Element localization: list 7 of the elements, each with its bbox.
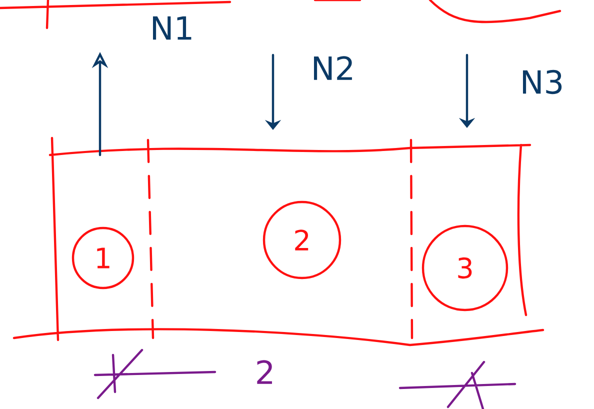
force-label: N3 bbox=[523, 70, 562, 94]
dimension-label: 2 bbox=[257, 360, 272, 384]
circled-number: 1 bbox=[72, 226, 134, 290]
force-label: N1 bbox=[153, 16, 192, 40]
circled-number: 2 bbox=[262, 200, 342, 280]
circled-number: 3 bbox=[422, 224, 508, 312]
force-label: N2 bbox=[314, 56, 352, 80]
